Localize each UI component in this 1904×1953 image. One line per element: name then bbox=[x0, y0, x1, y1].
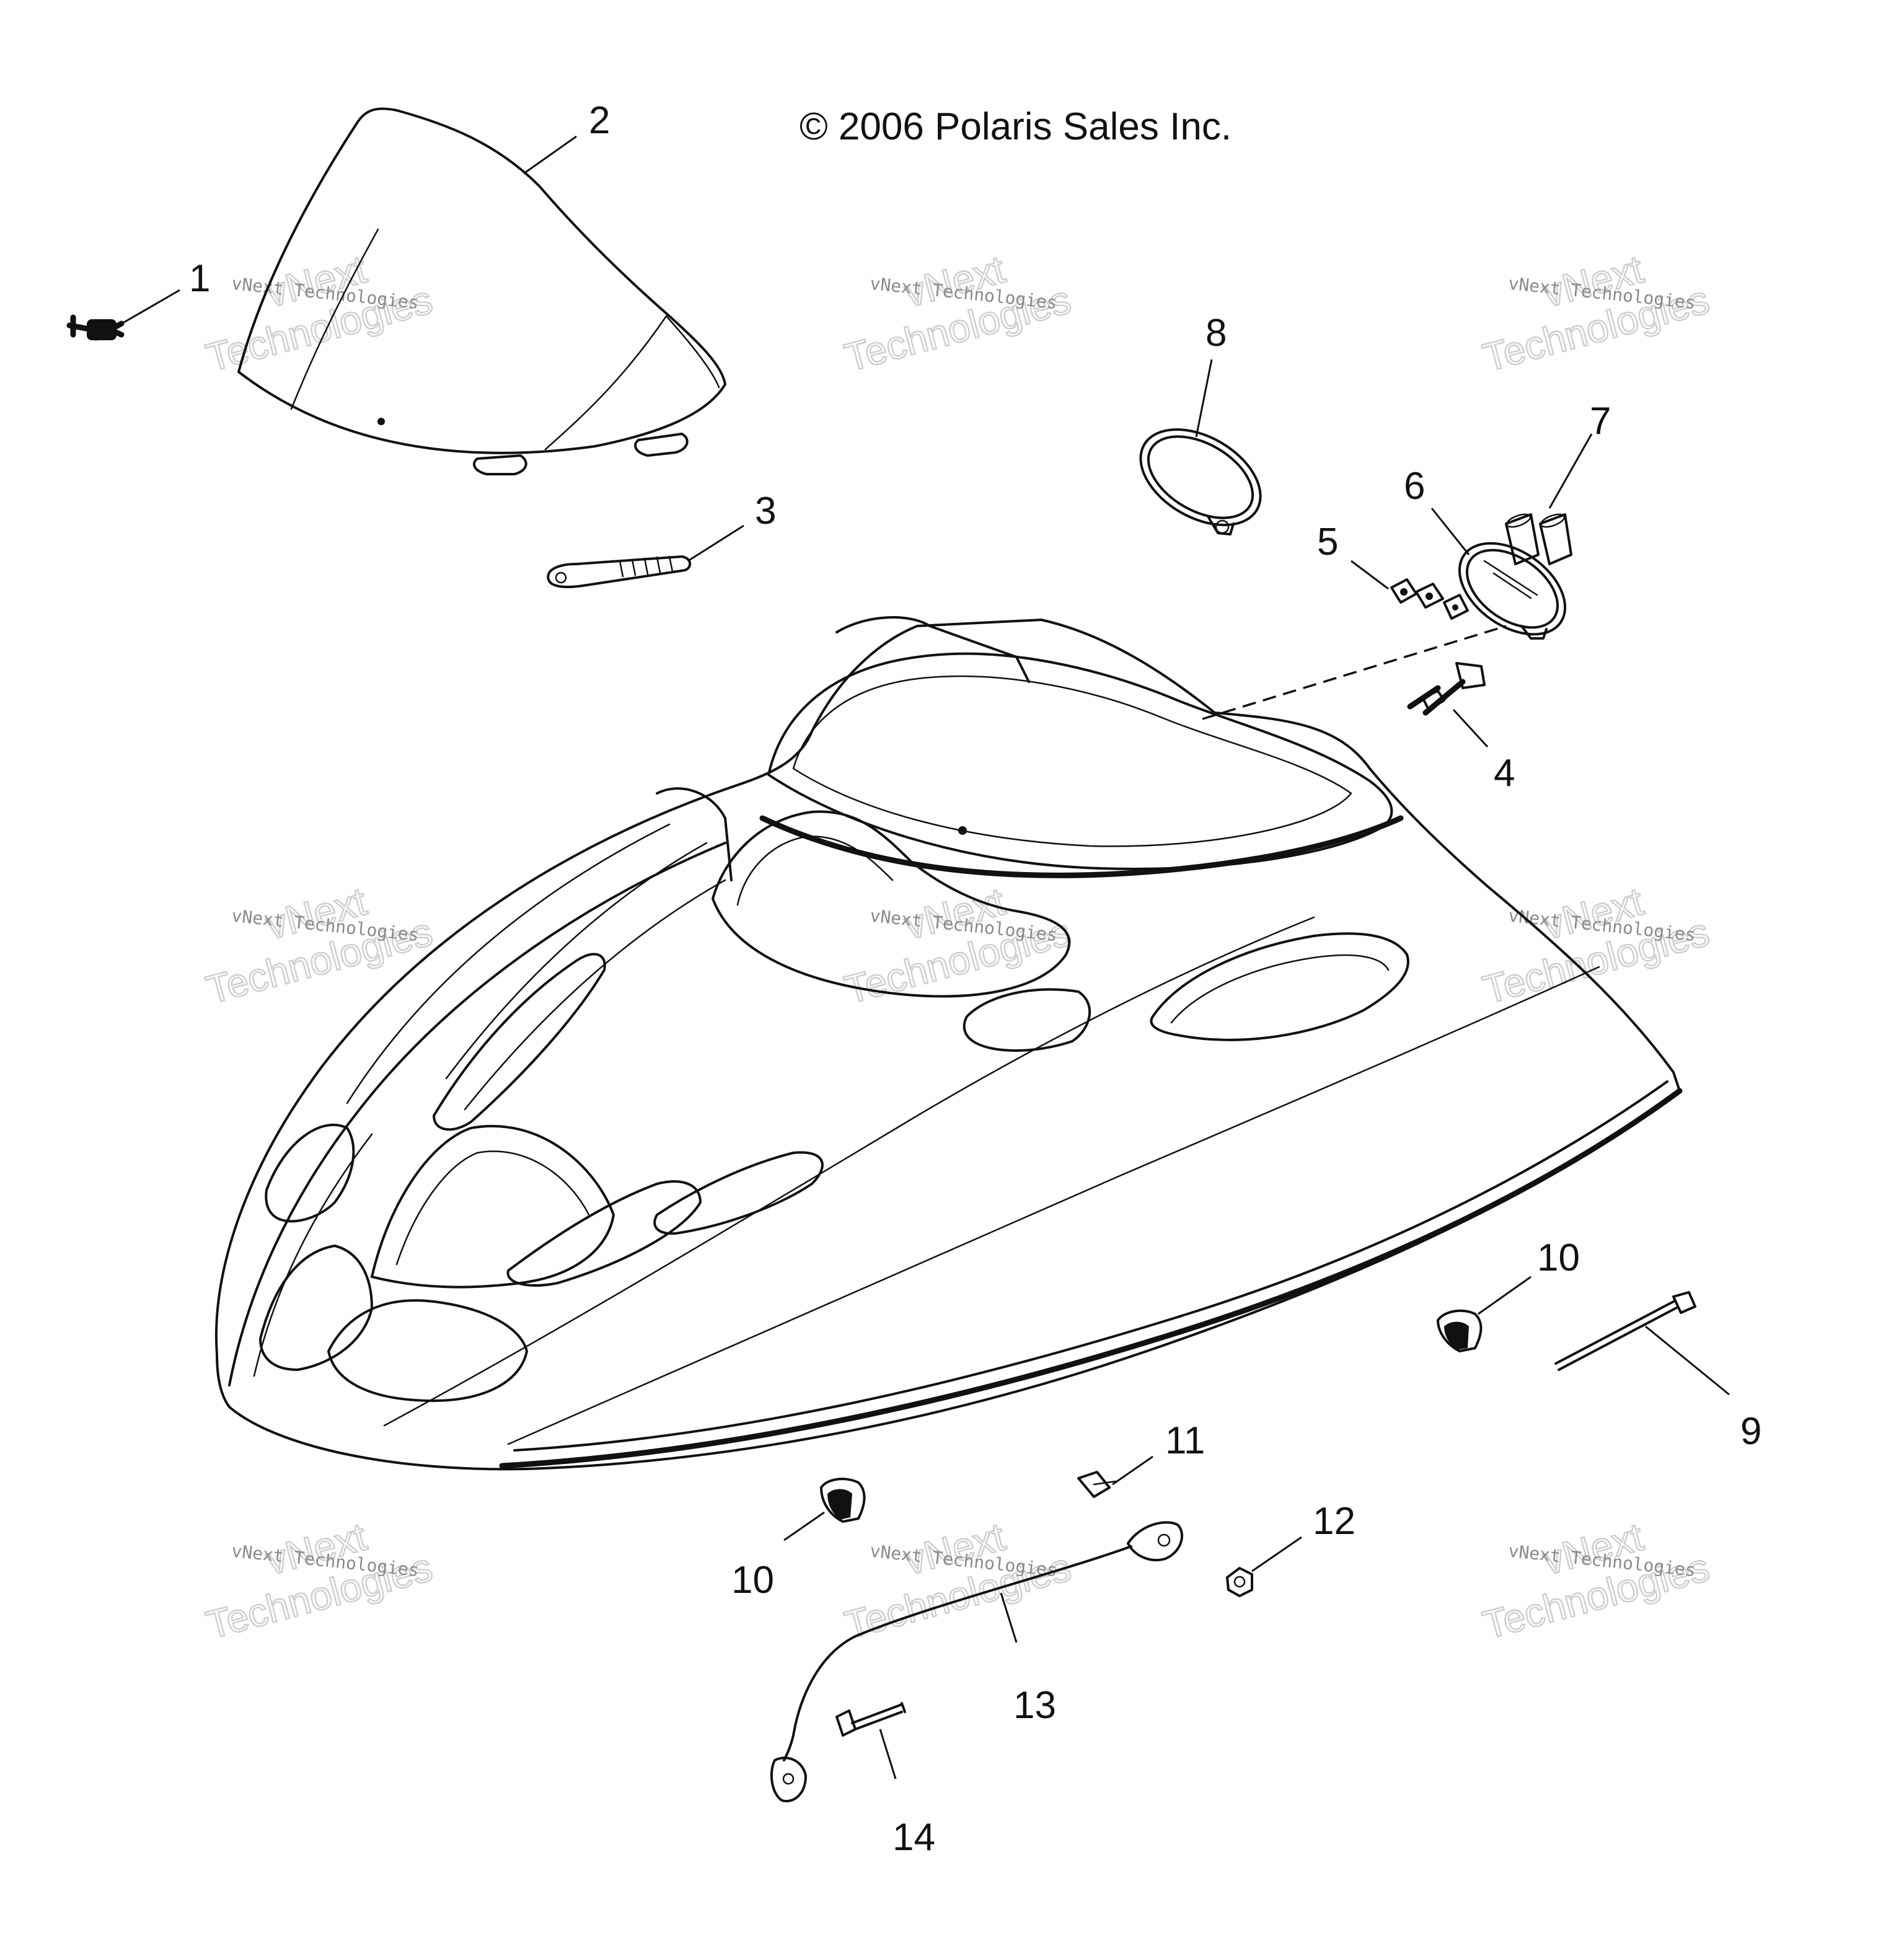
part-5-clips[interactable]: 5 bbox=[1317, 521, 1469, 620]
part-4-socket[interactable]: 4 bbox=[1407, 662, 1515, 795]
callout-10b: 10 bbox=[731, 1559, 774, 1602]
part-14-rivet[interactable]: 14 bbox=[835, 1702, 935, 1859]
watermark-mid-left: vNext Technologies vNext Technologies bbox=[201, 878, 438, 1013]
part-13-tether-cable[interactable]: 13 bbox=[770, 1521, 1184, 1802]
part-1-screw[interactable]: 1 bbox=[66, 257, 210, 341]
callout-14: 14 bbox=[892, 1816, 935, 1859]
callout-2: 2 bbox=[589, 99, 610, 142]
part-12-nut[interactable]: 12 bbox=[1226, 1500, 1355, 1597]
callout-10a: 10 bbox=[1537, 1237, 1580, 1279]
callout-9: 9 bbox=[1740, 1410, 1761, 1453]
callout-3: 3 bbox=[755, 490, 776, 532]
part-10-grommet-left[interactable]: 10 bbox=[731, 1478, 866, 1602]
watermark-top-center: vNext Technologies vNext Technologies bbox=[839, 246, 1076, 381]
part-11-screw[interactable]: 11 bbox=[1077, 1419, 1205, 1498]
callout-5: 5 bbox=[1317, 521, 1338, 563]
part-9-cable-tie[interactable]: 9 bbox=[1554, 1291, 1761, 1453]
callout-12: 12 bbox=[1313, 1500, 1355, 1543]
watermark-top-left: vNext Technologies vNext Technologies bbox=[201, 246, 438, 381]
watermark-mid-right: vNext Technologies vNext Technologies bbox=[1478, 878, 1714, 1013]
watermark-layer: vNext Technologies vNext Technologies vN… bbox=[201, 246, 1714, 1649]
assembly-dashed-line bbox=[1202, 625, 1507, 720]
part-7-bulbs[interactable]: 7 bbox=[1505, 400, 1611, 565]
part-8-bezel-ring[interactable]: 8 bbox=[1124, 312, 1277, 545]
callout-6: 6 bbox=[1404, 465, 1425, 508]
part-6-lamp-housing[interactable]: 6 bbox=[1404, 465, 1582, 653]
watermark-top-right: vNext Technologies vNext Technologies bbox=[1478, 246, 1714, 381]
part-2-windshield[interactable]: 2 bbox=[237, 99, 726, 475]
callout-4: 4 bbox=[1494, 752, 1515, 795]
copyright-notice: © 2006 Polaris Sales Inc. bbox=[800, 105, 1232, 148]
part-3-strap[interactable]: 3 bbox=[547, 490, 776, 588]
watermark-bottom-right: vNext Technologies vNext Technologies bbox=[1478, 1514, 1714, 1649]
callout-1: 1 bbox=[189, 257, 210, 300]
watermark-mid-center: vNext Technologies vNext Technologies bbox=[839, 878, 1076, 1013]
callout-8: 8 bbox=[1205, 312, 1227, 355]
hood-assembly[interactable] bbox=[214, 616, 1683, 1471]
callout-11: 11 bbox=[1165, 1419, 1205, 1462]
callout-13: 13 bbox=[1013, 1684, 1056, 1727]
callout-7: 7 bbox=[1590, 400, 1611, 443]
watermark-bottom-left: vNext Technologies vNext Technologies bbox=[201, 1514, 438, 1649]
part-10-grommet-right[interactable]: 10 bbox=[1437, 1237, 1580, 1352]
